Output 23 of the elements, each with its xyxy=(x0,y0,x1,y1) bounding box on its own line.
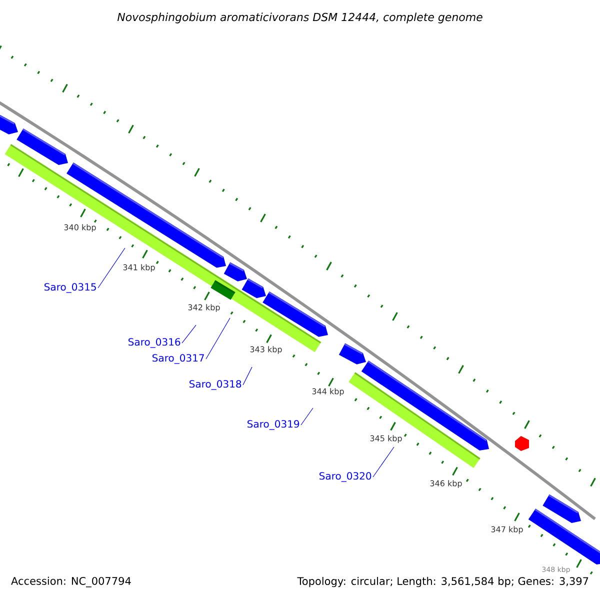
scale-label: 347 kbp xyxy=(490,525,524,535)
gene-label: Saro_0316 xyxy=(128,338,180,348)
scale-label: 340 kbp xyxy=(62,223,98,233)
gene-label: Saro_0318 xyxy=(190,380,242,390)
scale-label: 344 kbp xyxy=(310,387,346,397)
scale-label: 345 kbp xyxy=(368,434,404,444)
leader-line xyxy=(300,408,314,426)
gene-label: Saro_0319 xyxy=(248,420,300,430)
title: Novosphingobium aromaticivorans DSM 12444, complete genome xyxy=(117,12,482,24)
scale-label: 342 kbp xyxy=(186,303,222,313)
gene-label: Saro_0317 xyxy=(152,354,204,364)
info-text: Topology: circular; Length: 3,561,584 bp; Genes: 3,397 xyxy=(297,576,588,588)
gene-label: Saro_0320 xyxy=(320,472,372,482)
leader-line xyxy=(206,318,230,360)
scale-label: 343 kbp xyxy=(248,345,284,355)
scale-label: 341 kbp xyxy=(122,263,156,273)
leader-line xyxy=(372,446,394,478)
leader-line xyxy=(242,366,252,386)
leader-line xyxy=(98,248,126,288)
gene-label: Saro_0315 xyxy=(44,283,96,293)
scale-label: 346 kbp xyxy=(428,479,464,489)
leader-line xyxy=(182,324,196,344)
info-text: Accession: NC_007794 xyxy=(11,576,131,588)
